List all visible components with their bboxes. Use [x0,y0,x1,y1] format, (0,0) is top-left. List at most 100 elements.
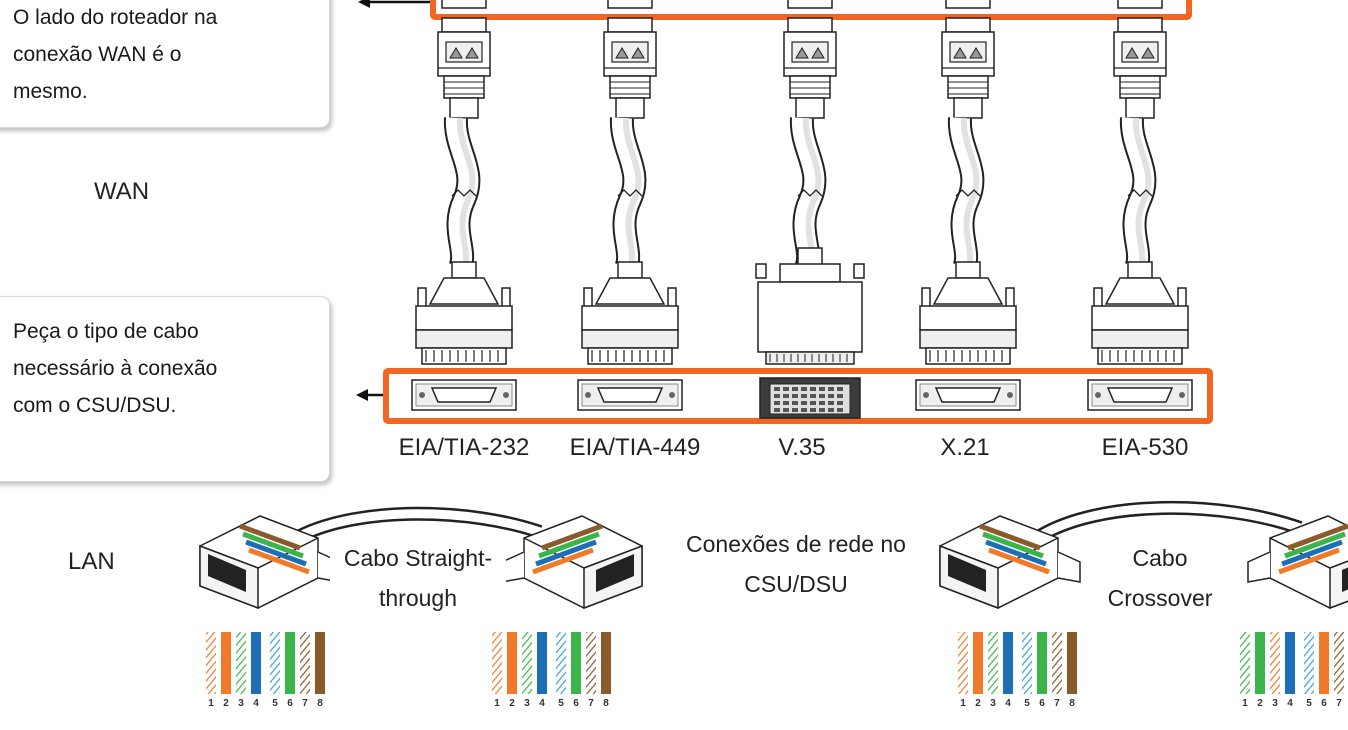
wire-pin-6 [1037,632,1047,694]
wire-pin-1 [1240,632,1250,694]
wire-pin-2 [507,632,517,694]
csu-dsu-port-x21 [915,379,1021,411]
wire-pin-4 [537,632,547,694]
pin-number-6: 6 [287,698,293,709]
pin-number-5: 5 [272,698,278,709]
bottom-arrow-icon [356,389,386,401]
port-label-v35: V.35 [778,434,826,461]
wire-pin-5 [1022,632,1032,694]
pin-number-1: 1 [1242,698,1248,709]
request-cable-line-1: Peça o tipo de cabo [13,320,199,343]
cable-v35 [789,117,827,273]
pin-number-8: 8 [1069,698,1075,709]
wire-pin-4 [1003,632,1013,694]
pin-number-3: 3 [238,698,244,709]
dce-connector-eia-tia-232 [415,261,513,365]
csu-dsu-port-eia-530 [1087,379,1193,411]
csu-dsu-port-v35 [759,377,861,419]
router-side-line-3: mesmo. [13,80,88,103]
csu-dsu-network-line-1: Conexões de rede no [686,531,906,557]
pin-number-5: 5 [1306,698,1312,709]
cable-eia-tia-449 [609,117,647,273]
rj45-crossover-right [1247,515,1348,610]
straight-through-line-1: Cabo Straight- [343,545,493,571]
pin-number-8: 8 [317,698,323,709]
pin-number-6: 6 [573,698,579,709]
crossover-label: Cabo Crossover [1090,538,1230,618]
pin-number-2: 2 [223,698,229,709]
pin-number-4: 4 [1005,698,1011,709]
request-cable-callout: Peça o tipo de cabo necessário à conexão… [0,296,330,482]
router-connector-eia-tia-232 [437,0,491,119]
straight-cable-inner [297,509,542,541]
wire-pin-5 [1304,632,1314,694]
pin-number-4: 4 [1287,698,1293,709]
dce-connector-v35 [755,247,865,365]
pin-number-7: 7 [1054,698,1060,709]
router-side-line-1: O lado do roteador na [13,6,218,29]
wire-pin-3 [236,632,246,694]
pin-number-2: 2 [975,698,981,709]
csu-dsu-network-label: Conexões de rede no CSU/DSU [660,524,932,604]
router-connector-eia-tia-449 [603,0,657,119]
pin-number-2: 2 [509,698,515,709]
wan-section-label: WAN [94,178,150,205]
wire-pin-3 [1270,632,1280,694]
wire-pin-1 [492,632,502,694]
wire-pin-7 [1052,632,1062,694]
port-label-eia-530: EIA-530 [1101,434,1189,461]
wire-pin-3 [988,632,998,694]
router-connector-x21 [941,0,995,119]
pin-number-1: 1 [960,698,966,709]
router-side-highlight [430,0,1192,20]
dce-connector-eia-tia-449 [581,261,679,365]
rj45-straight-left [199,515,341,610]
port-label-x21: X.21 [940,434,990,461]
pin-number-5: 5 [558,698,564,709]
wire-pin-2 [973,632,983,694]
dce-connector-x21 [919,261,1017,365]
pin-number-4: 4 [539,698,545,709]
wire-pin-7 [300,632,310,694]
rj45-straight-right [501,515,643,610]
crossover-line-2: Crossover [1107,585,1213,611]
csu-dsu-port-eia-tia-232 [411,379,517,411]
wire-pin-1 [206,632,216,694]
pin-number-1: 1 [208,698,214,709]
wire-pin-2 [221,632,231,694]
straight-through-label: Cabo Straight- through [330,538,506,618]
wire-pin-6 [285,632,295,694]
wire-pin-4 [1285,632,1295,694]
wire-pin-6 [1319,632,1329,694]
wan-cables-group [411,0,1193,419]
csu-dsu-side-highlight [383,368,1213,424]
wire-pin-8 [601,632,611,694]
router-side-callout: O lado do roteador na conexão WAN é o me… [0,0,330,128]
pin-number-7: 7 [1336,698,1342,709]
pin-number-6: 6 [1321,698,1327,709]
pin-number-5: 5 [1024,698,1030,709]
lan-section-label: LAN [68,548,115,575]
lan-cables-group: 12345678123456781234567812345678 [199,500,1348,709]
request-cable-line-3: com o CSU/DSU. [13,394,177,417]
wire-pin-7 [1334,632,1344,694]
router-connector-v35 [783,0,837,119]
pin-number-6: 6 [1039,698,1045,709]
request-cable-line-2: necessário à conexão [13,357,218,380]
cable-eia-530 [1119,117,1157,273]
wire-pin-6 [571,632,581,694]
port-label-eia-tia-232: EIA/TIA-232 [398,434,530,461]
straight-through-line-2: through [378,585,457,611]
pin-number-3: 3 [990,698,996,709]
pin-number-7: 7 [588,698,594,709]
pin-number-8: 8 [603,698,609,709]
pin-number-4: 4 [253,698,259,709]
wire-pin-4 [251,632,261,694]
wire-pin-1 [958,632,968,694]
router-connector-eia-530 [1113,0,1167,119]
